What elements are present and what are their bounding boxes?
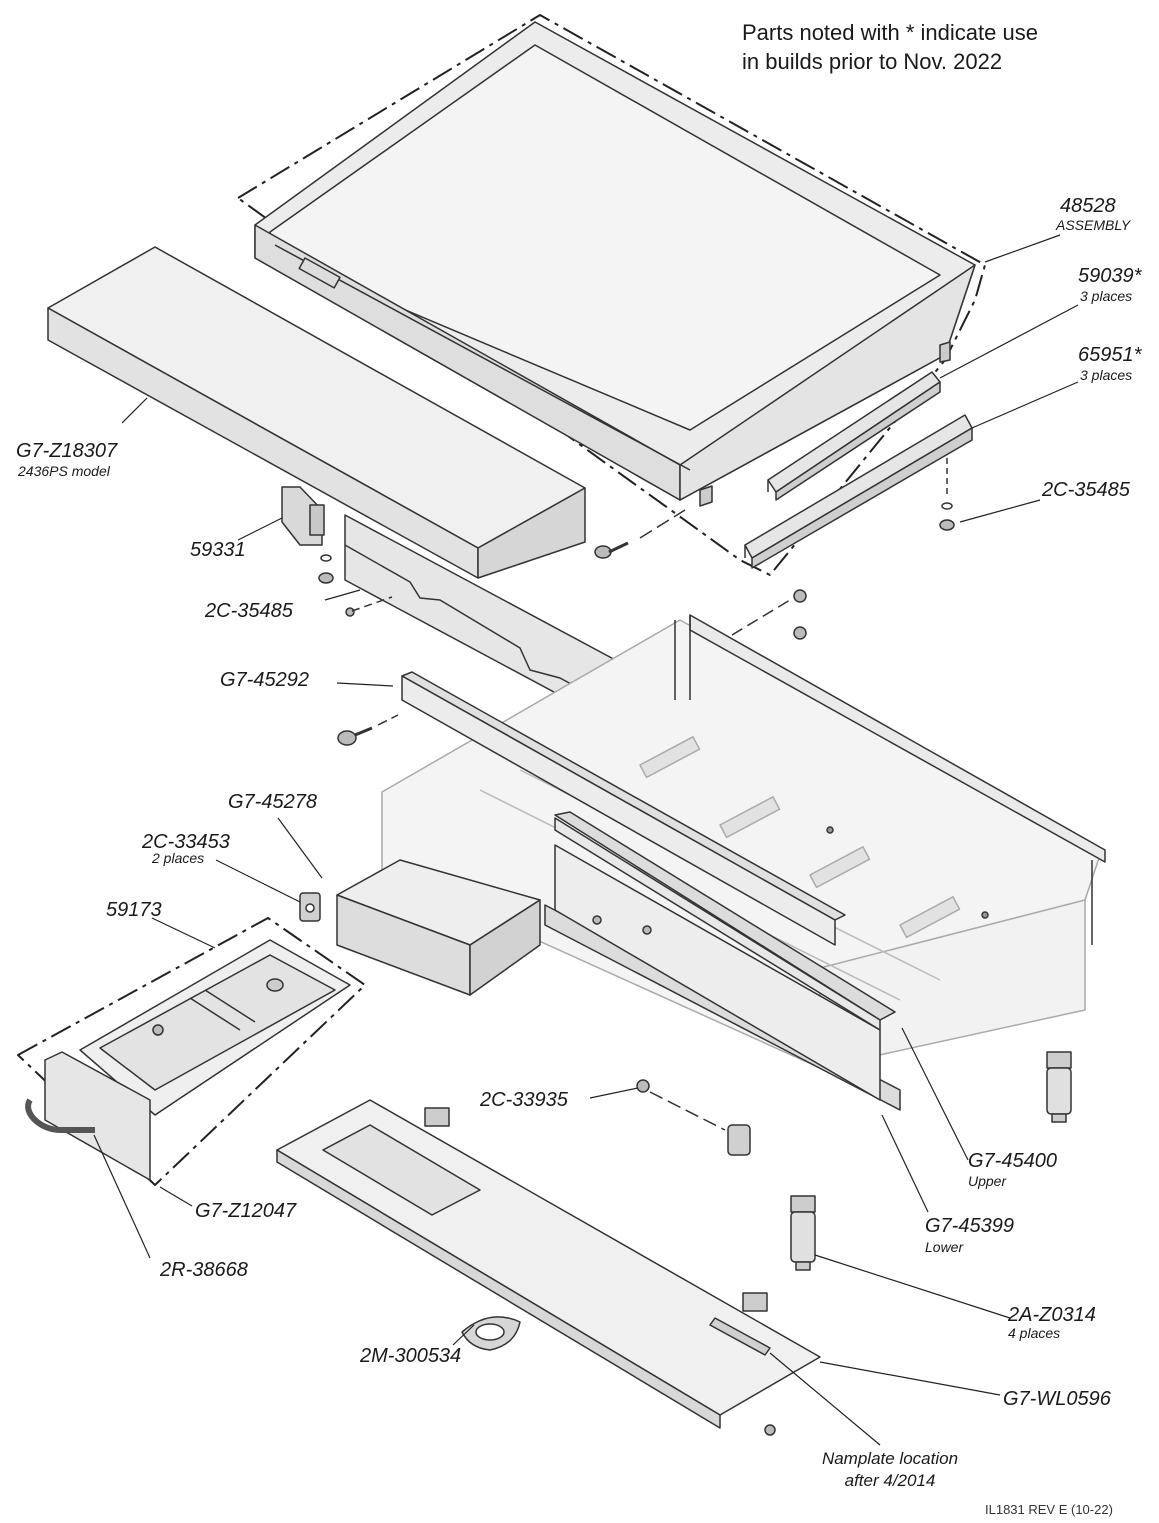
cabinet-body [381, 614, 1106, 1069]
sublabel-2c-33453: 2 places [152, 850, 205, 866]
sublabel-2a-z0314: 4 places [1008, 1325, 1061, 1341]
bracket-59331 [281, 486, 325, 546]
label-2r-38668: 2R-38668 [160, 1259, 248, 1281]
sublabel-g7-45399: Lower [925, 1239, 964, 1255]
label-g7-z12047: G7-Z12047 [195, 1200, 297, 1222]
nut-2c-35485-right [939, 458, 955, 531]
rail-59039 [767, 371, 941, 501]
sublabel-65951: 3 places [1080, 367, 1133, 383]
cover-g7-z18307 [47, 246, 586, 579]
label-59039: 59039* [1078, 265, 1142, 287]
hinge-2c-33453 [299, 892, 321, 922]
label-g7-45292: G7-45292 [220, 669, 309, 691]
screw-2c-33935 [636, 1079, 751, 1156]
label-2c-33453: 2C-33453 [142, 831, 230, 853]
note-line-1: Parts noted with * indicate use [742, 20, 1038, 45]
front-panel-g7-wl0596 [276, 1099, 821, 1436]
knob-2m-300534 [461, 1316, 521, 1351]
label-2a-z0314: 2A-Z0314 [1008, 1304, 1096, 1326]
manifold-lower-g7-45399 [544, 844, 901, 1111]
label-g7-wl0596: G7-WL0596 [1003, 1388, 1111, 1410]
leg-2a-z0314 [790, 1051, 1072, 1271]
sublabel-48528: ASSEMBLY [1056, 217, 1131, 233]
nut-2c-35485-left [318, 554, 334, 584]
label-2c-33935: 2C-33935 [480, 1089, 568, 1111]
label-2c-35485-right: 2C-35485 [1042, 479, 1130, 501]
box-g7-45278 [336, 859, 541, 996]
manifold-upper-g7-45400 [554, 811, 896, 1031]
rail-65951 [744, 414, 973, 569]
sublabel-59039: 3 places [1080, 288, 1133, 304]
drawer-assembly [17, 917, 366, 1186]
label-2c-35485-left: 2C-35485 [205, 600, 293, 622]
revision-code: IL1831 REV E (10-22) [985, 1502, 1113, 1517]
sublabel-g7-45400: Upper [968, 1173, 1007, 1189]
bolt-cover [594, 509, 686, 559]
label-g7-z18307: G7-Z18307 [16, 440, 118, 462]
label-g7-45278: G7-45278 [228, 791, 317, 813]
label-2m-300534: 2M-300534 [360, 1345, 462, 1367]
label-59331: 59331 [190, 539, 246, 561]
label-65951: 65951* [1078, 344, 1142, 366]
sublabel-g7-z18307: 2436PS model [18, 463, 110, 479]
leader-lines [93, 234, 1079, 1446]
griddle-top-assembly [237, 14, 986, 576]
nameplate-line-2: after 4/2014 [844, 1471, 936, 1490]
nameplate-line-1: Namplate location [821, 1449, 959, 1468]
note-line-2: in builds prior to Nov. 2022 [742, 49, 1003, 74]
label-48528: 48528 [1060, 195, 1116, 217]
rail-g7-45292 [337, 671, 846, 946]
label-g7-45400: G7-45400 [968, 1150, 1057, 1172]
label-g7-45399: G7-45399 [925, 1215, 1014, 1237]
label-59173: 59173 [106, 899, 162, 921]
